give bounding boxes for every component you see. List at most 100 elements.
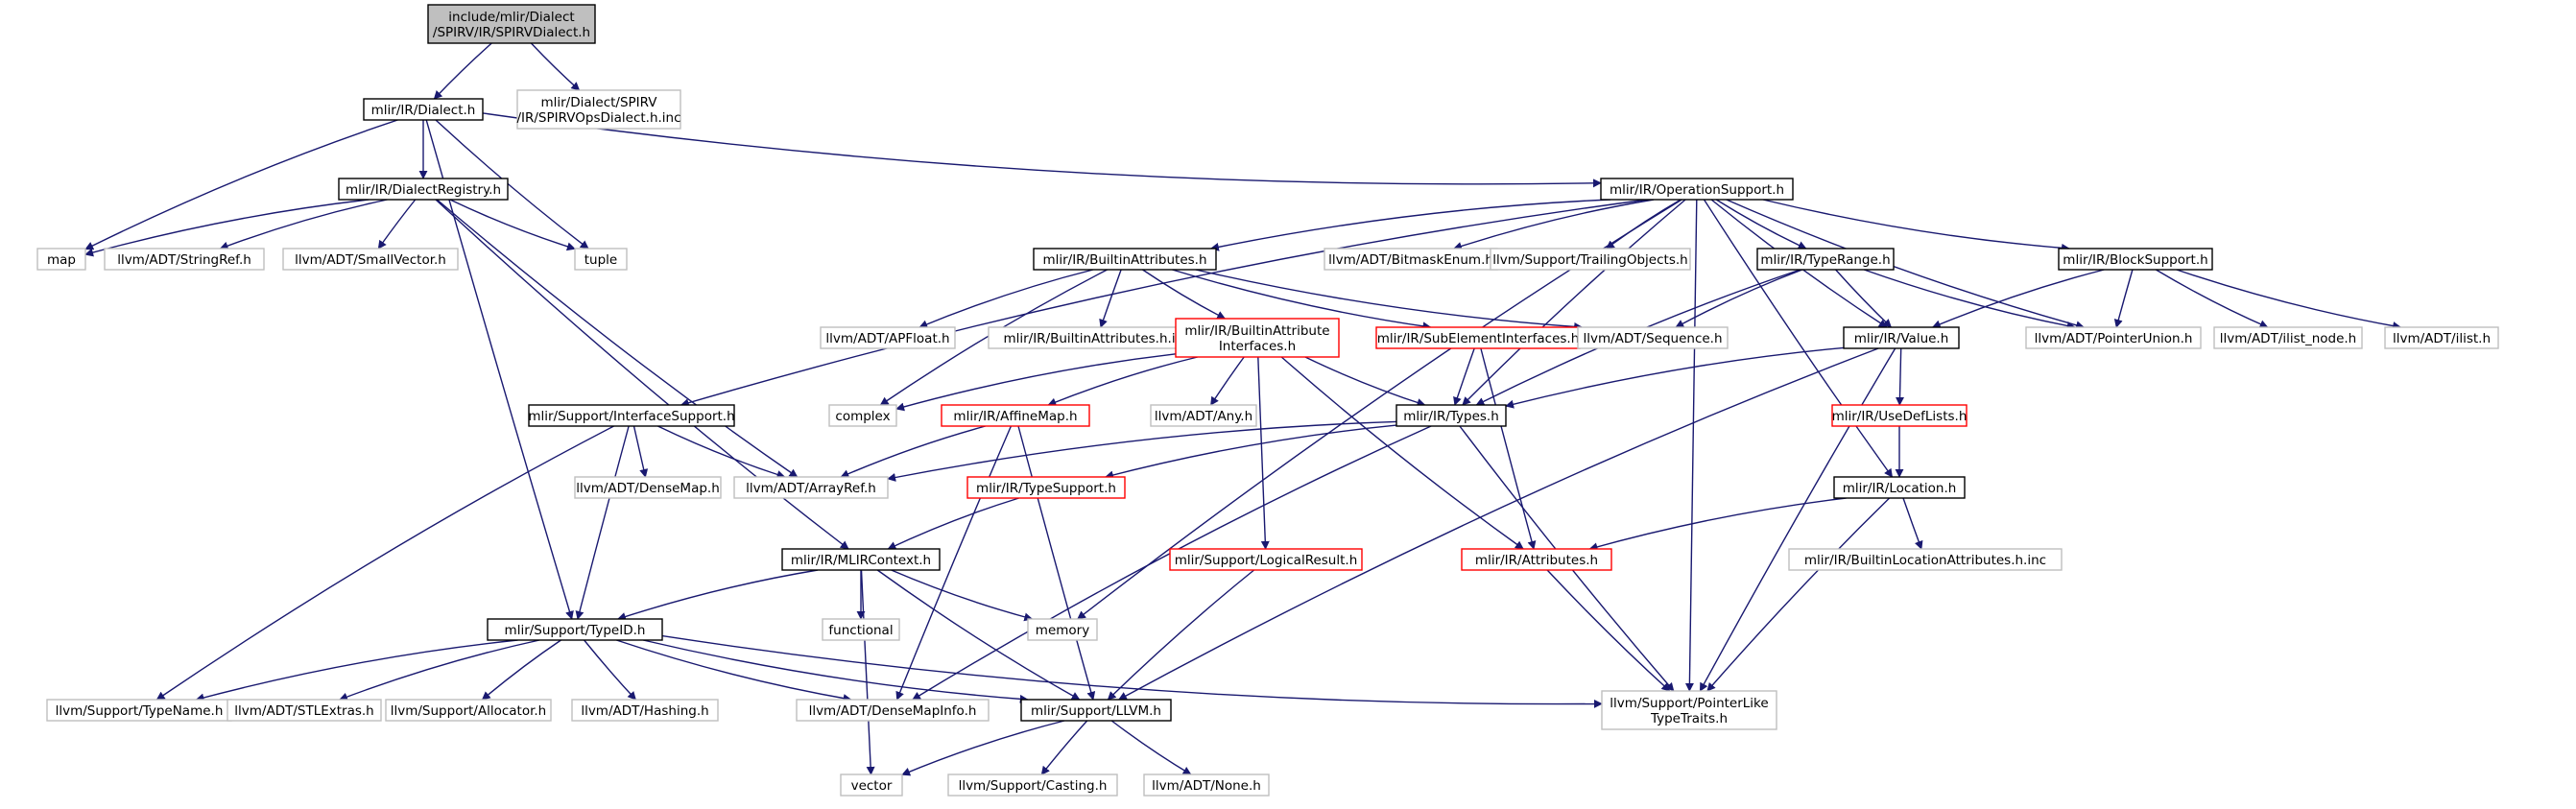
edge-dialect-to-map [84,119,398,250]
node-label-value: mlir/IR/Value.h [1854,331,1949,346]
node-label-tuple: tuple [584,252,617,268]
node-label-spirvops: mlir/Dialect/SPIRV [540,95,657,110]
edge-opsupport-to-ifsupport [680,199,1648,408]
node-box-none [1143,773,1270,797]
node-box-functional [822,618,900,641]
node-typerange[interactable]: mlir/IR/TypeRange.h [1756,248,1895,271]
node-box-affinemap [941,404,1090,427]
node-affinemap[interactable]: mlir/IR/AffineMap.h [941,404,1090,427]
edge-location-to-attributes [1588,497,1847,552]
node-builtinattrs[interactable]: mlir/IR/BuiltinAttributes.h [1033,248,1217,271]
node-vector: vector [840,773,903,797]
node-box-ifsupport [528,404,735,427]
edge-value-to-pointerlike [1699,347,1896,692]
node-smallvector: llvm/ADT/SmallVector.h [282,248,459,271]
node-box-densemap [574,476,722,499]
node-hashing: llvm/ADT/Hashing.h [571,699,719,722]
edges [84,42,2402,776]
node-label-logicalresult: mlir/Support/LogicalResult.h [1175,553,1358,568]
node-label-stringref: llvm/ADT/StringRef.h [117,252,251,268]
edge-opsupport-to-pointerlike [1684,199,1698,692]
node-opsupport[interactable]: mlir/IR/OperationSupport.h [1600,178,1794,201]
edge-builtinattrif-to-affinemap [1047,356,1198,407]
edge-builtinattrif-to-logicalresult [1257,356,1270,550]
node-label-builtinattrs: mlir/IR/BuiltinAttributes.h [1042,252,1206,268]
node-typename: llvm/Support/TypeName.h [46,699,232,722]
node-subelement[interactable]: mlir/IR/SubElementInterfaces.h [1375,326,1581,349]
node-llvmh[interactable]: mlir/Support/LLVM.h [1020,699,1172,722]
node-label-typerange: mlir/IR/TypeRange.h [1760,252,1890,268]
node-box-allocator [385,699,552,722]
edge-opsupport-to-location [1703,199,1894,478]
node-typesupport[interactable]: mlir/IR/TypeSupport.h [966,476,1126,499]
node-usedef[interactable]: mlir/IR/UseDefLists.h [1831,404,1968,427]
edge-dialectreg-to-tuple [449,199,576,251]
node-box-builtinlocinc [1788,548,2063,571]
node-label-arrayref: llvm/ADT/ArrayRef.h [746,481,876,496]
node-none: llvm/ADT/None.h [1143,773,1270,797]
node-box-dialect [363,98,484,121]
node-box-mlircontext [781,548,941,571]
node-ifsupport[interactable]: mlir/Support/InterfaceSupport.h [528,404,735,427]
node-dialectreg[interactable]: mlir/IR/DialectRegistry.h [338,178,509,201]
node-root[interactable]: include/mlir/Dialect/SPIRV/IR/SPIRVDiale… [427,4,596,44]
edge-builtinattrs-to-builtinattrif [1142,269,1227,320]
node-ilist: llvm/ADT/ilist.h [2384,326,2499,349]
node-box-sequence [1577,326,1729,349]
node-label-builtinattrsinc: mlir/IR/BuiltinAttributes.h.inc [1003,331,1190,346]
edge-logicalresult-to-llvmh [1107,569,1255,701]
edge-typeid-to-allocator [481,639,561,701]
node-box-trailing [1490,248,1691,271]
node-box-types [1395,404,1507,427]
node-box-any [1150,404,1257,427]
edge-typerange-to-sequence [1675,269,1803,328]
node-types[interactable]: mlir/IR/Types.h [1395,404,1507,427]
node-box-blocksupport [2058,248,2213,271]
edge-ifsupport-to-densemap [632,425,649,478]
edge-builtinattrs-to-builtinattrsinc [1099,269,1122,328]
edge-dialectreg-to-arrayref [436,199,799,478]
node-box-value [1843,326,1960,349]
node-bitmask: llvm/ADT/BitmaskEnum.h [1324,248,1498,271]
node-label-blocksupport: mlir/IR/BlockSupport.h [2063,252,2207,268]
node-complex: complex [828,404,897,427]
node-label-dialect: mlir/IR/Dialect.h [371,103,476,118]
node-mlircontext[interactable]: mlir/IR/MLIRContext.h [781,548,941,571]
node-functional: functional [822,618,900,641]
edge-opsupport-to-bitmask [1453,199,1655,250]
node-typeid[interactable]: mlir/Support/TypeID.h [487,618,663,641]
node-label-pointerlike: TypeTraits.h [1650,711,1728,726]
node-box-stringref [104,248,265,271]
node-label-root: /SPIRV/IR/SPIRVDialect.h [433,25,590,40]
node-label-map: map [47,252,76,268]
edge-opsupport-to-blocksupport [1762,199,2070,252]
edge-typeid-to-pointerlike [661,634,1603,708]
edge-blocksupport-to-value [1931,269,2105,329]
node-logicalresult[interactable]: mlir/Support/LogicalResult.h [1169,548,1363,571]
node-label-vector: vector [851,778,893,794]
node-label-bitmask: llvm/ADT/BitmaskEnum.h [1328,252,1493,268]
edge-mlircontext-to-llvmh [876,569,1081,701]
node-trailing: llvm/Support/TrailingObjects.h [1490,248,1691,271]
node-label-subelement: mlir/IR/SubElementInterfaces.h [1377,331,1580,346]
node-attributes[interactable]: mlir/IR/Attributes.h [1461,548,1612,571]
node-label-builtinattrif: Interfaces.h [1219,339,1296,354]
node-label-opsupport: mlir/IR/OperationSupport.h [1610,182,1784,198]
node-box-pointerlike [1601,690,1777,730]
edge-value-to-llvmh [1118,347,1879,701]
node-dialect[interactable]: mlir/IR/Dialect.h [363,98,484,121]
node-value[interactable]: mlir/IR/Value.h [1843,326,1960,349]
node-densemap: llvm/ADT/DenseMap.h [574,476,722,499]
node-stringref: llvm/ADT/StringRef.h [104,248,265,271]
edge-typerange-to-pointerunion [1863,269,2076,330]
nodes: include/mlir/Dialect/SPIRV/IR/SPIRVDiale… [36,4,2499,797]
node-box-smallvector [282,248,459,271]
node-box-densemapinfo [796,699,990,722]
node-blocksupport[interactable]: mlir/IR/BlockSupport.h [2058,248,2213,271]
node-box-typerange [1756,248,1895,271]
node-densemapinfo: llvm/ADT/DenseMapInfo.h [796,699,990,722]
node-location[interactable]: mlir/IR/Location.h [1833,476,1966,499]
edge-opsupport-to-pointerunion [1726,199,2086,330]
